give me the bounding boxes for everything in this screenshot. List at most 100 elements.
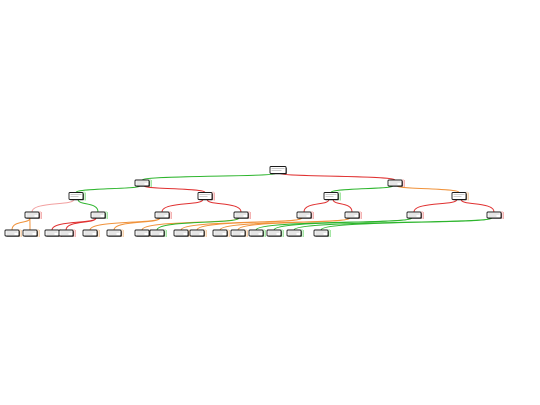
node-box bbox=[82, 229, 98, 237]
node-box bbox=[197, 192, 213, 200]
tree-node-n13 bbox=[406, 211, 422, 219]
node-box bbox=[451, 192, 467, 200]
edge-tail-n18 bbox=[73, 229, 76, 237]
edge-n7-n15 bbox=[11, 217, 31, 231]
edge-n1-n4 bbox=[143, 185, 206, 193]
node-box bbox=[134, 179, 150, 187]
tree-node-n23 bbox=[173, 229, 189, 237]
edge-tail-n28 bbox=[281, 229, 284, 237]
edge-n5-n12 bbox=[332, 199, 353, 213]
node-box bbox=[387, 179, 403, 187]
node-box bbox=[286, 229, 302, 237]
node-box bbox=[58, 229, 74, 237]
edge-tail-n20 bbox=[121, 229, 124, 237]
edge-tail-n8 bbox=[105, 211, 108, 219]
edge-n12-n26 bbox=[237, 217, 351, 231]
tree-node-n21 bbox=[134, 229, 150, 237]
edge-tail-n19 bbox=[97, 229, 100, 237]
node-box bbox=[212, 229, 228, 237]
edge-tail-n24 bbox=[204, 229, 207, 237]
node-box bbox=[106, 229, 122, 237]
tree-node-n30 bbox=[313, 229, 329, 237]
tree-node-n29 bbox=[286, 229, 302, 237]
edge-tail-n4 bbox=[212, 191, 215, 201]
edge-tail-n1 bbox=[149, 179, 152, 187]
edge-tail-n13 bbox=[421, 211, 424, 219]
node-box bbox=[68, 192, 84, 200]
node-box bbox=[154, 211, 170, 219]
node-box bbox=[230, 229, 246, 237]
node-box bbox=[22, 229, 38, 237]
node-box bbox=[344, 211, 360, 219]
tree-node-n24 bbox=[189, 229, 205, 237]
node-box bbox=[90, 211, 106, 219]
tree-node-n3 bbox=[68, 192, 84, 201]
node-box bbox=[486, 211, 502, 219]
node-box bbox=[149, 229, 165, 237]
tree-node-n20 bbox=[106, 229, 122, 237]
edge-tail-n25 bbox=[227, 229, 230, 237]
edge-tail-n14 bbox=[501, 211, 504, 219]
node-layer bbox=[4, 166, 502, 237]
node-box bbox=[269, 166, 287, 174]
edge-tail-n29 bbox=[301, 229, 304, 237]
edge-tail-n6 bbox=[466, 191, 469, 201]
node-box bbox=[266, 229, 282, 237]
edge-layer bbox=[11, 173, 504, 237]
tree-node-n9 bbox=[154, 211, 170, 219]
edge-n8-n18 bbox=[65, 217, 97, 231]
edge-n2-n5 bbox=[330, 185, 394, 193]
node-box bbox=[313, 229, 329, 237]
edge-n4-n10 bbox=[206, 199, 242, 213]
edge-n10-n22 bbox=[156, 217, 240, 231]
edge-tail-n15 bbox=[19, 229, 22, 237]
edge-n6-n13 bbox=[413, 199, 458, 213]
node-box bbox=[406, 211, 422, 219]
edge-tail-n3 bbox=[83, 191, 86, 201]
tree-node-n25 bbox=[212, 229, 228, 237]
tree-node-n8 bbox=[90, 211, 106, 219]
tree-node-n27 bbox=[248, 229, 264, 237]
edge-tail-n10 bbox=[248, 211, 251, 219]
edge-tail-n11 bbox=[311, 211, 314, 219]
edge-tail-n30 bbox=[328, 229, 331, 237]
tree-node-n7 bbox=[24, 211, 40, 219]
edge-n14-n30 bbox=[320, 217, 493, 231]
tree-node-n16 bbox=[22, 229, 38, 237]
edge-n5-n11 bbox=[303, 199, 330, 213]
tree-node-n0 bbox=[269, 166, 287, 175]
node-box bbox=[248, 229, 264, 237]
edge-n2-n6 bbox=[396, 185, 460, 193]
edge-tail-n26 bbox=[245, 229, 248, 237]
node-box bbox=[189, 229, 205, 237]
node-box bbox=[173, 229, 189, 237]
tree-node-n1 bbox=[134, 179, 150, 187]
edge-tail-n9 bbox=[169, 211, 172, 219]
tree-node-n26 bbox=[230, 229, 246, 237]
edge-n3-n8 bbox=[77, 199, 99, 213]
node-box bbox=[296, 211, 312, 219]
edge-tail-n2 bbox=[402, 179, 405, 187]
edge-tail-n7 bbox=[39, 211, 42, 219]
edge-n0-n1 bbox=[141, 173, 277, 181]
edge-n13-n28 bbox=[273, 217, 413, 231]
tree-node-n15 bbox=[4, 229, 20, 237]
tree-node-n10 bbox=[233, 211, 249, 219]
edge-n4-n9 bbox=[161, 199, 204, 213]
tree-node-n12 bbox=[344, 211, 360, 219]
tree-node-n28 bbox=[266, 229, 282, 237]
tree-node-n22 bbox=[149, 229, 165, 237]
edge-n6-n14 bbox=[460, 199, 495, 213]
edge-n1-n3 bbox=[75, 185, 141, 193]
edge-tail-n5 bbox=[338, 191, 341, 201]
tree-node-n14 bbox=[486, 211, 502, 219]
tree-node-n19 bbox=[82, 229, 98, 237]
tree-node-n6 bbox=[451, 192, 467, 201]
edge-n0-n2 bbox=[279, 173, 396, 181]
edge-n3-n7 bbox=[31, 199, 75, 213]
edge-tail-n22 bbox=[164, 229, 167, 237]
tree-node-n5 bbox=[323, 192, 339, 201]
node-box bbox=[134, 229, 150, 237]
tree-node-n2 bbox=[387, 179, 403, 187]
